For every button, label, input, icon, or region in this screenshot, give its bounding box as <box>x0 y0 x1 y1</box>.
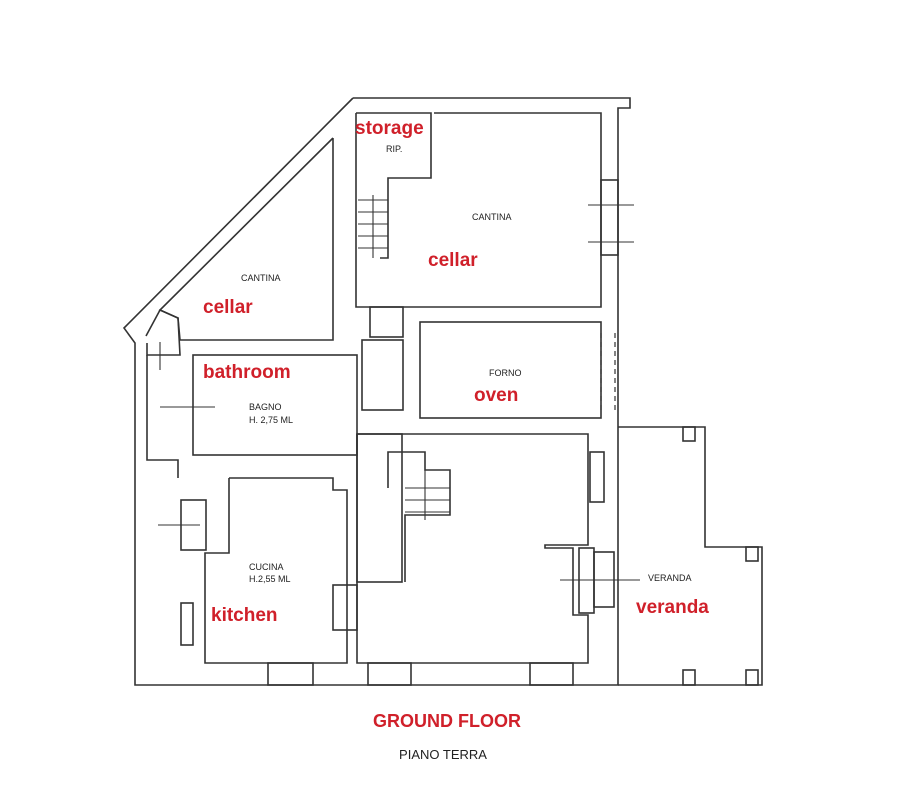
cellar-right-label-it: CANTINA <box>472 212 512 222</box>
veranda-label-it: VERANDA <box>648 573 692 583</box>
kitchen-label-it: CUCINA <box>249 562 284 572</box>
veranda-label: veranda <box>636 597 709 618</box>
cellar-left-label: cellar <box>203 297 253 318</box>
room-labels: storage RIP. CANTINA cellar CANTINA cell… <box>203 118 709 626</box>
bathroom-height: H. 2,75 ML <box>249 415 293 425</box>
bathroom-label: bathroom <box>203 362 291 383</box>
oven-label: oven <box>474 385 518 406</box>
walls <box>122 97 763 686</box>
kitchen-label: kitchen <box>211 605 278 626</box>
storage-label: storage <box>355 118 424 139</box>
kitchen-height: H.2,55 ML <box>249 574 291 584</box>
window-marks <box>158 204 640 581</box>
cellar-left-label-it: CANTINA <box>241 273 281 283</box>
storage-label-it: RIP. <box>386 144 402 154</box>
cellar-right-label: cellar <box>428 250 478 271</box>
plan-subtitle: PIANO TERRA <box>399 747 487 762</box>
oven-label-it: FORNO <box>489 368 522 378</box>
bathroom-label-it: BAGNO <box>249 402 282 412</box>
stairs <box>358 195 450 520</box>
plan-title: GROUND FLOOR <box>373 711 521 731</box>
